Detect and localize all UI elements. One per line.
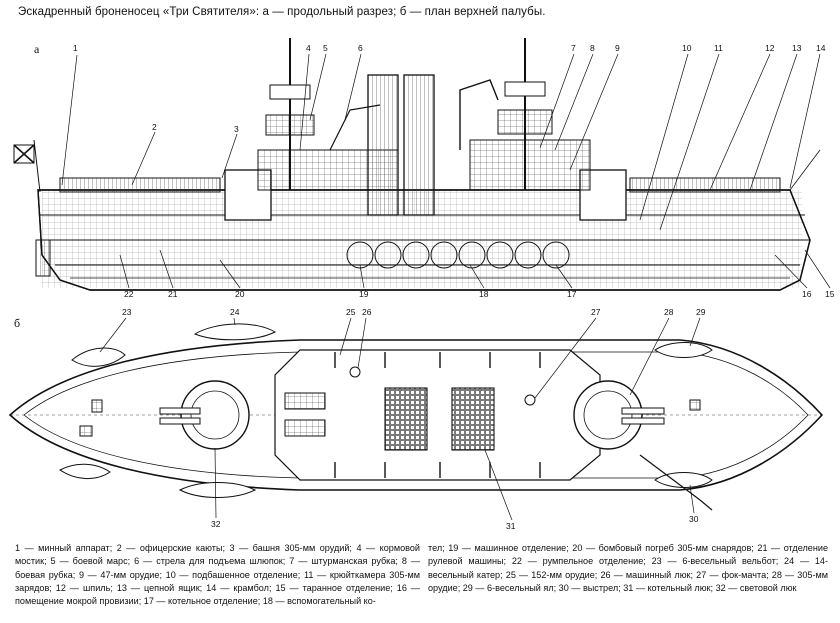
callout-5: 5 xyxy=(323,43,328,53)
callout-25: 25 xyxy=(346,307,356,317)
callout-31: 31 xyxy=(506,521,516,531)
callout-6: 6 xyxy=(358,43,363,53)
callout-11: 11 xyxy=(714,43,723,53)
view-a-label: а xyxy=(34,42,40,56)
callout-15: 15 xyxy=(825,289,835,299)
callout-10: 10 xyxy=(682,43,692,53)
callout-3: 3 xyxy=(234,124,239,134)
callout-24: 24 xyxy=(230,307,240,317)
side-guns xyxy=(334,352,541,478)
callout-2: 2 xyxy=(152,122,157,132)
callout-29: 29 xyxy=(696,307,706,317)
callout-23: 23 xyxy=(122,307,132,317)
callout-17: 17 xyxy=(567,289,577,299)
callout-28: 28 xyxy=(664,307,674,317)
callout-19: 19 xyxy=(359,289,369,299)
callout-leaders-a xyxy=(61,53,831,289)
callout-12: 12 xyxy=(765,43,775,53)
longitudinal-section xyxy=(13,38,821,291)
callout-4: 4 xyxy=(306,43,311,53)
boats xyxy=(59,323,713,498)
callout-18: 18 xyxy=(479,289,489,299)
caption-right: тел; 19 — машинное отделение; 20 — бомбо… xyxy=(428,543,828,593)
callout-21: 21 xyxy=(168,289,178,299)
view-b-label: б xyxy=(14,316,21,330)
callout-14: 14 xyxy=(816,43,826,53)
callout-32: 32 xyxy=(211,519,221,529)
callout-7: 7 xyxy=(571,43,576,53)
callout-leaders-b xyxy=(99,317,701,521)
callout-30: 30 xyxy=(689,514,699,524)
callout-16: 16 xyxy=(802,289,812,299)
callout-22: 22 xyxy=(124,289,134,299)
callout-numbers-a: 1 2 3 4 5 6 7 8 9 10 11 12 13 14 15 16 1… xyxy=(73,43,835,299)
callout-9: 9 xyxy=(615,43,620,53)
callout-26: 26 xyxy=(362,307,372,317)
callout-numbers-b: 23 24 25 26 27 28 29 30 31 32 xyxy=(122,307,706,531)
callout-20: 20 xyxy=(235,289,245,299)
deck-plan xyxy=(8,323,824,511)
caption-left: 1 — минный аппарат; 2 — офицерские каюты… xyxy=(15,543,420,607)
callout-13: 13 xyxy=(792,43,802,53)
figure-title: Эскадренный броненосец «Три Святителя»: … xyxy=(18,6,546,18)
callout-8: 8 xyxy=(590,43,595,53)
callout-1: 1 xyxy=(73,43,78,53)
boilers xyxy=(346,241,570,269)
callout-27: 27 xyxy=(591,307,601,317)
